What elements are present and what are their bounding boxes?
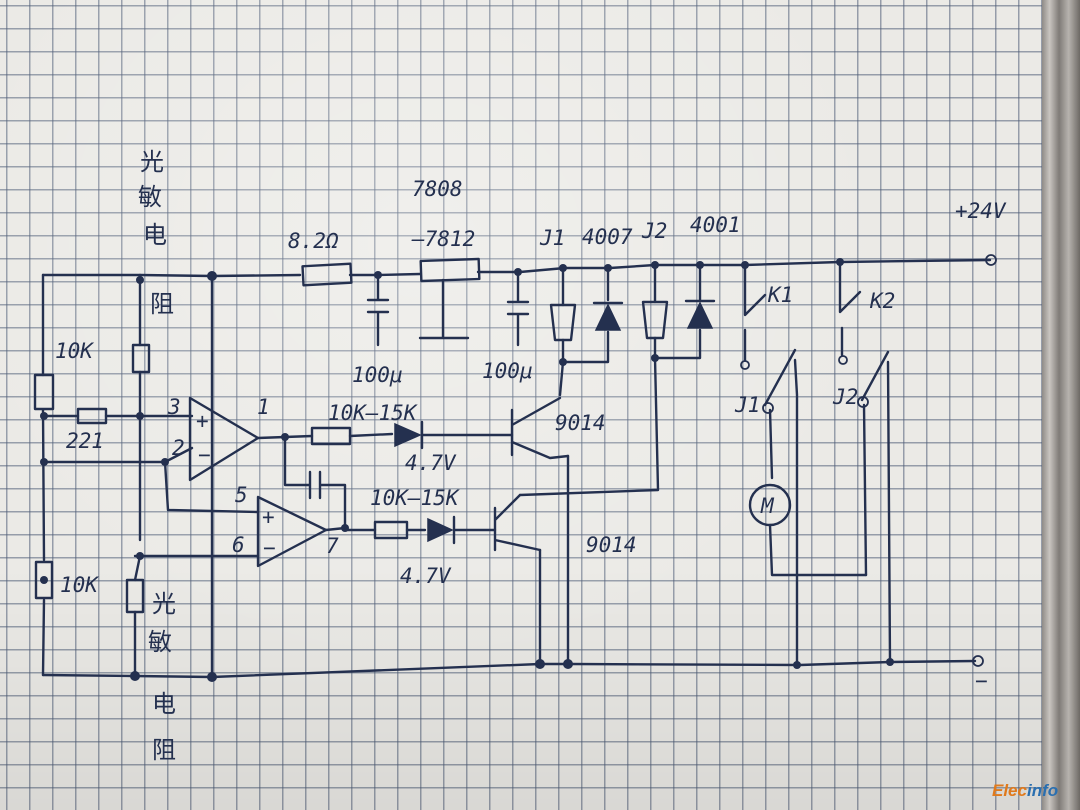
supply-terminal (985, 254, 997, 266)
relay-j2-coil-wire (653, 263, 702, 360)
label-pin7: 7 (326, 534, 339, 558)
label-ground: − (975, 669, 988, 693)
label-photo-bottom-1: 敏 (148, 628, 172, 656)
relay-j2-coil (641, 300, 669, 340)
transistor-lower (493, 493, 542, 552)
wire-motor (768, 523, 868, 577)
diode-4007 (594, 303, 622, 331)
circuit-schematic: 光 敏 电 阻 光 敏 电 阻 10K 221 10K 8.2Ω 7808 —7… (33, 148, 1007, 764)
wire-j1-to-q1 (558, 360, 565, 397)
paper-lighting (0, 0, 1045, 810)
label-7812: —7812 (411, 227, 475, 251)
photoresistor-top (131, 343, 151, 374)
capacitor-1 (366, 273, 390, 347)
resistor-upper-10k (310, 426, 352, 446)
label-zener-lower: 4.7V (400, 564, 452, 588)
label-photo-top-2: 电 (143, 221, 167, 249)
label-j2-top: J2 (641, 219, 667, 243)
node-cap2 (514, 268, 522, 276)
watermark-part-b: info (1026, 781, 1059, 800)
label-100u-2: 100μ (482, 359, 533, 383)
capacitor-feedback (283, 435, 347, 530)
switch-k1 (743, 263, 767, 362)
label-photo-bottom-2: 电 (152, 690, 176, 718)
label-j1-switch: J1 (734, 393, 760, 417)
label-motor: M (760, 494, 775, 518)
label-zener-upper: 4.7V (405, 451, 457, 475)
ground-terminal (972, 655, 984, 667)
label-pin2: 2 (172, 436, 185, 460)
zener-lower (427, 517, 454, 543)
label-pin1: 1 (257, 395, 270, 419)
wire-supply-rail (348, 258, 992, 277)
wire-ground-rail (41, 659, 977, 679)
node-cap1 (374, 271, 382, 279)
label-supply: +24V (955, 199, 1007, 223)
resistor-lower-10k (373, 520, 409, 540)
label-4007: 4007 (582, 225, 633, 249)
label-10k-left-bottom: 10K (60, 573, 99, 597)
label-10k-left-top: 10K (55, 339, 94, 363)
transistor-upper (510, 396, 570, 460)
wire-feedback2 (163, 460, 260, 514)
desk-edge (1042, 0, 1080, 810)
regulator-7812 (419, 257, 481, 283)
label-k2: K2 (869, 289, 895, 313)
switch-k2 (838, 260, 862, 357)
label-pin5: 5 (235, 483, 248, 507)
label-lower-pair: 10K—15K (370, 486, 460, 510)
relay-j1-coil (549, 303, 577, 342)
opamp-2 (256, 495, 328, 568)
wire-j2-to-q2 (518, 356, 660, 497)
graph-paper (0, 0, 1045, 810)
label-8-2-ohm: 8.2Ω (288, 229, 339, 253)
watermark-part-a: Elec (992, 781, 1027, 800)
label-opamp2-plus: + (262, 505, 275, 529)
resistor-8-2 (301, 262, 353, 287)
resistor-10k-bottom (34, 560, 54, 600)
diode-4001 (686, 301, 714, 329)
label-upper-pair: 10K—15K (328, 401, 418, 425)
watermark-logo: Elecinfo (992, 781, 1058, 801)
relay-j1-coil-wire (561, 266, 610, 364)
resistor-10k-top (33, 373, 55, 411)
contact-j2 (860, 350, 892, 664)
wire-top-left (41, 273, 302, 278)
label-4001: 4001 (690, 213, 741, 237)
label-opamp1-minus: − (198, 443, 211, 467)
label-photo-bottom-3: 阻 (152, 736, 176, 764)
label-q-lower: 9014 (586, 533, 637, 557)
label-opamp2-minus: − (263, 536, 276, 560)
regulator-ground-leg (418, 278, 470, 340)
label-221: 221 (66, 429, 104, 453)
label-photo-top-0: 光 (140, 148, 164, 176)
zener-upper (394, 422, 422, 448)
resistor-221 (76, 407, 108, 425)
label-photo-top-3: 阻 (150, 290, 174, 318)
label-opamp1-plus: + (196, 409, 209, 433)
label-q-upper: 9014 (555, 411, 606, 435)
wire-photo-col (133, 273, 142, 678)
label-100u-1: 100μ (352, 363, 403, 387)
label-7808: 7808 (412, 177, 463, 201)
opamp-1 (188, 396, 260, 482)
label-j1-top: J1 (539, 226, 565, 250)
label-j2-switch: J2 (832, 385, 858, 409)
label-pin6: 6 (232, 533, 245, 557)
label-k1: K1 (767, 283, 793, 307)
label-pin3: 3 (167, 395, 181, 419)
capacitor-2 (506, 270, 530, 347)
label-photo-bottom-0: 光 (152, 590, 176, 618)
wire-left-rail (41, 273, 46, 677)
label-photo-top-1: 敏 (138, 183, 162, 211)
photoresistor-bottom (125, 578, 145, 614)
